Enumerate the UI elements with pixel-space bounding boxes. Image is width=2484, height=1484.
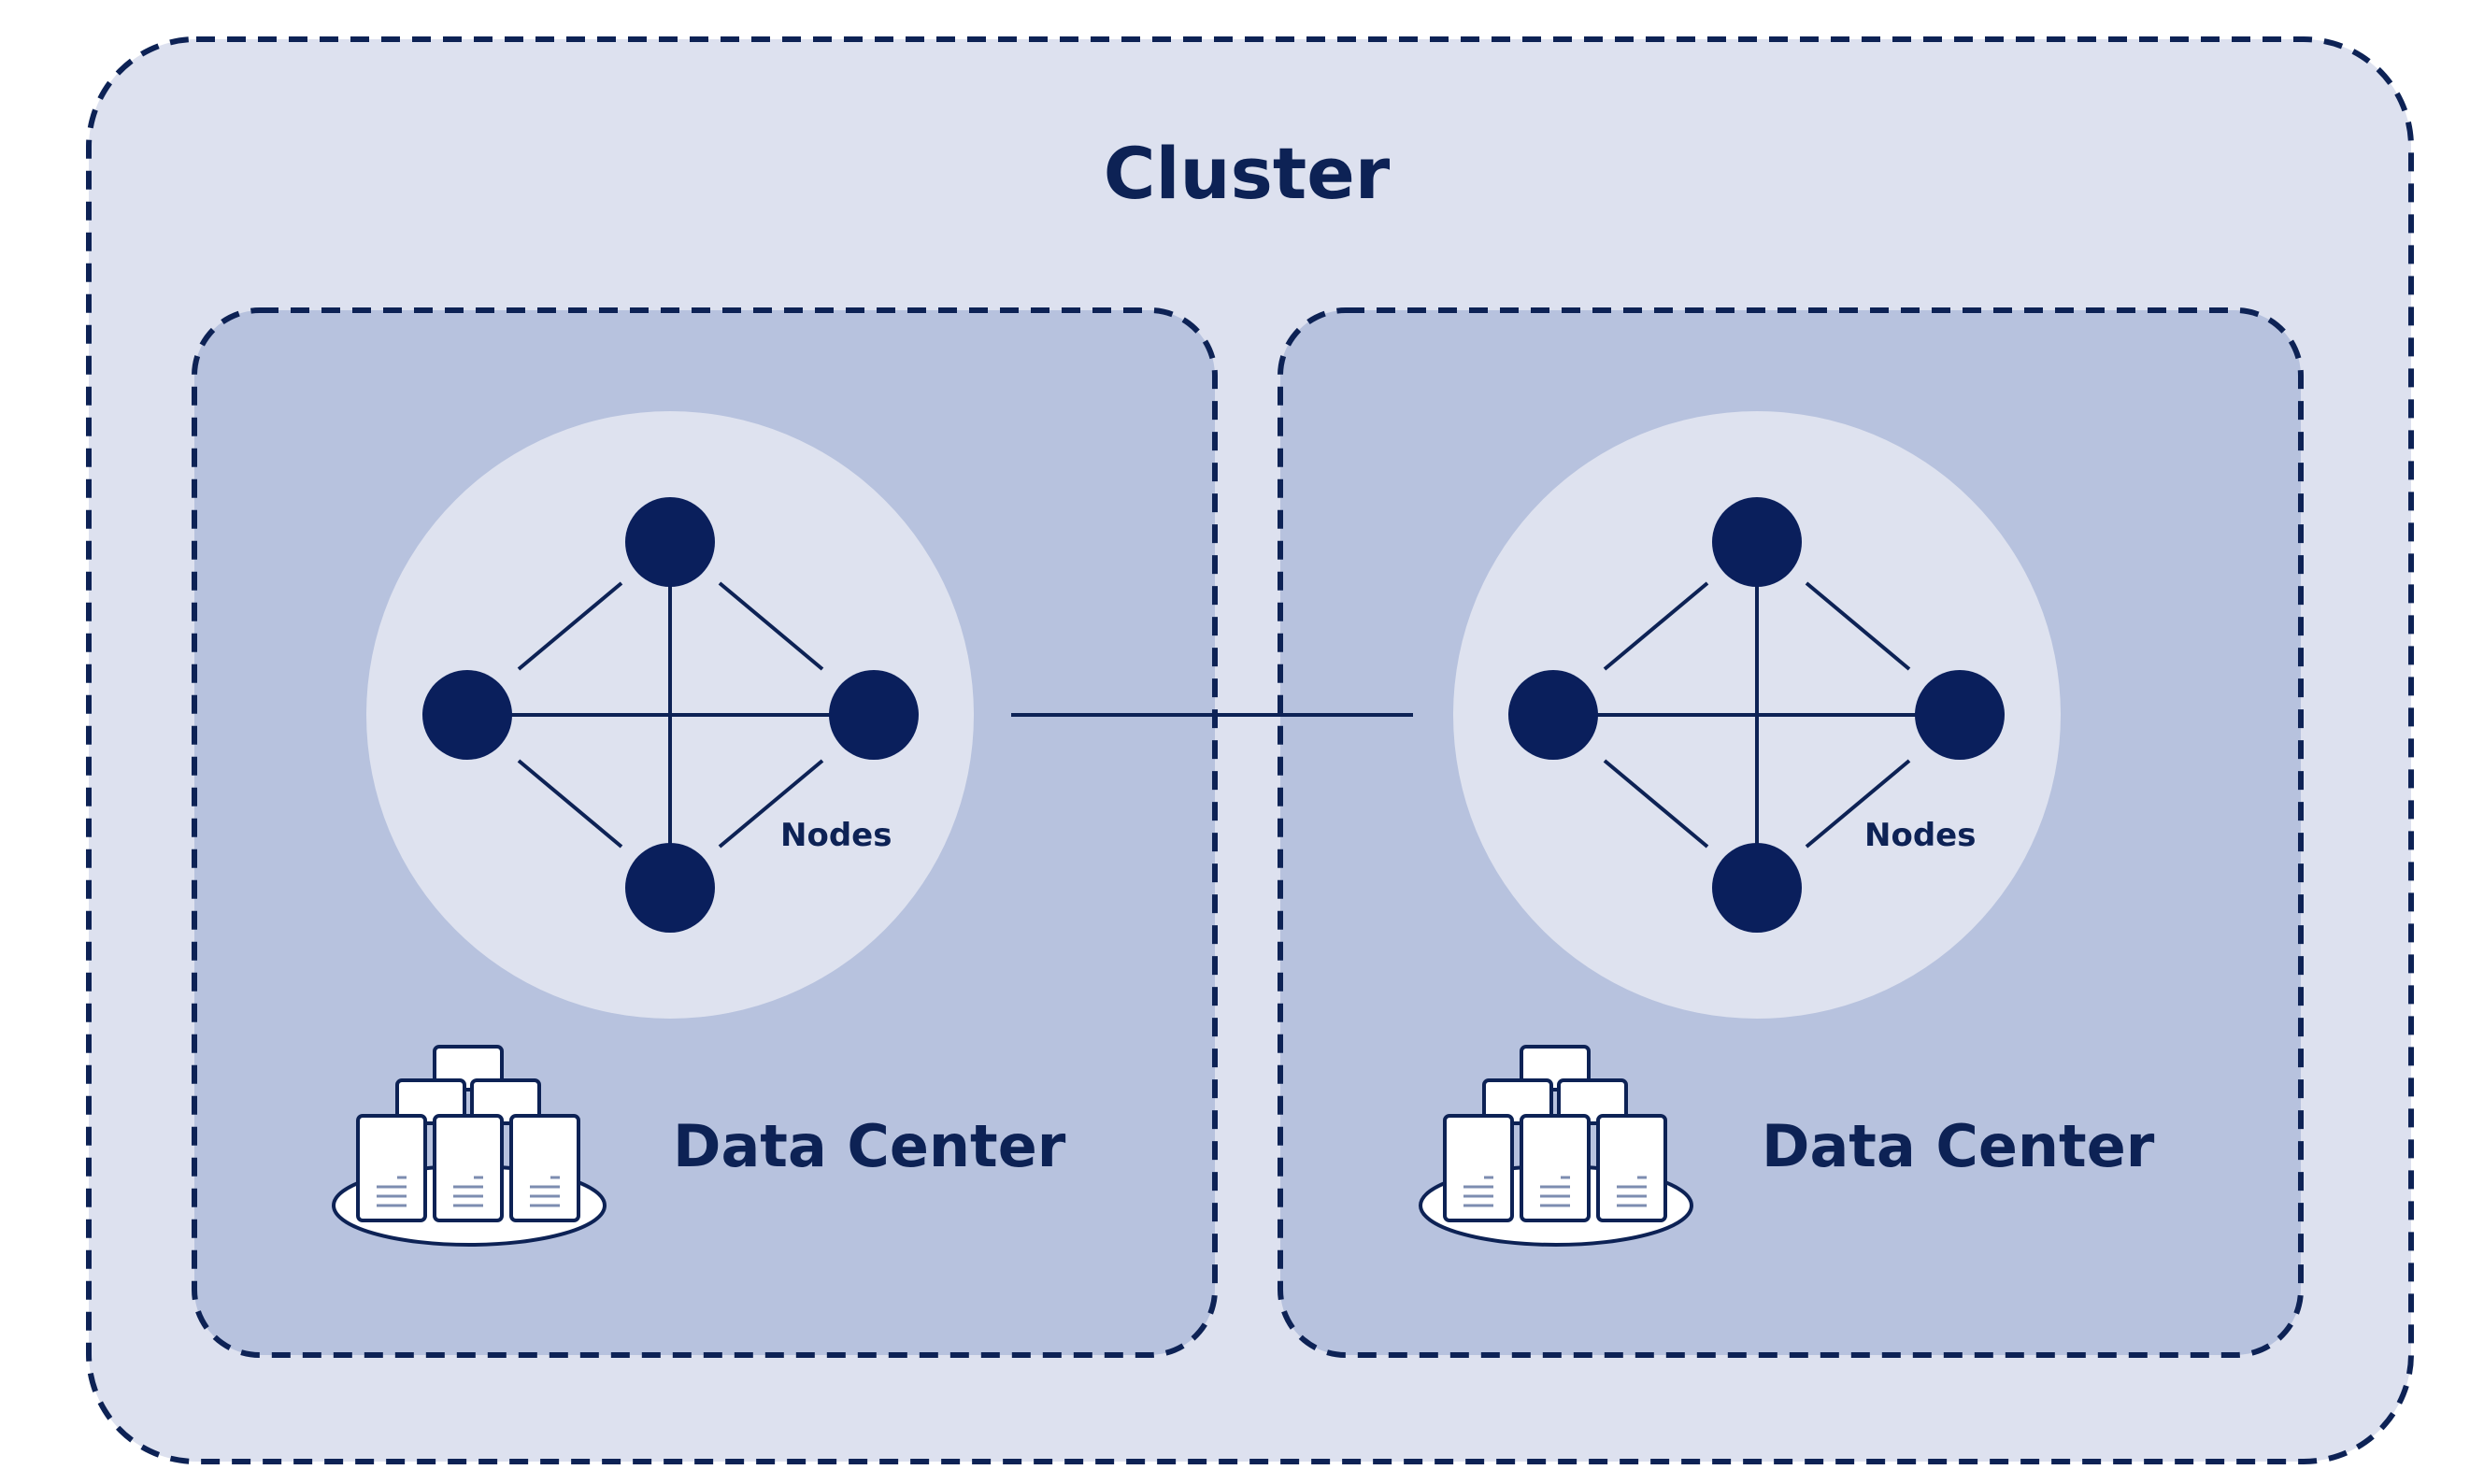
node-top bbox=[625, 497, 715, 587]
node-mesh bbox=[1553, 542, 1960, 886]
data-center-2: Nodes Data Center bbox=[1278, 307, 2304, 1358]
node-bottom bbox=[625, 843, 715, 933]
node-left bbox=[422, 670, 512, 760]
node-mesh bbox=[467, 542, 874, 886]
nodes-label: Nodes bbox=[1864, 817, 1976, 854]
node-top bbox=[1712, 497, 1802, 587]
node-bottom bbox=[1712, 843, 1802, 933]
data-center-label: Data Center bbox=[673, 1112, 1066, 1180]
server-stack-icon bbox=[332, 1045, 607, 1247]
cluster-title: Cluster bbox=[1104, 132, 1391, 215]
node-left bbox=[1508, 670, 1598, 760]
node-right bbox=[1915, 670, 2005, 760]
data-center-label: Data Center bbox=[1762, 1112, 2155, 1180]
nodes-label: Nodes bbox=[780, 817, 892, 854]
server-stack-icon bbox=[1419, 1045, 1693, 1247]
data-center-1: Nodes Data Center bbox=[192, 307, 1218, 1358]
node-right bbox=[829, 670, 919, 760]
